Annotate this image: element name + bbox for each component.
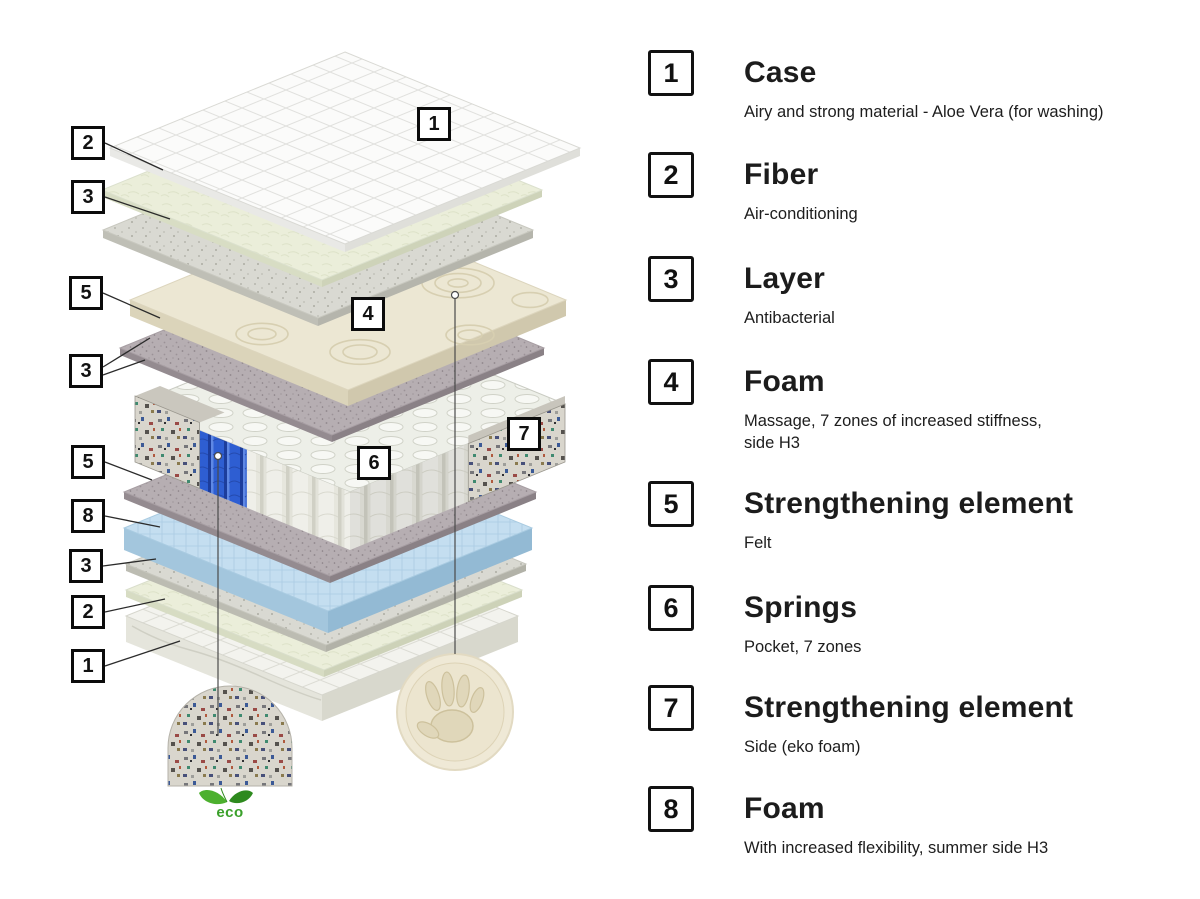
legend-number-1: 1 [648, 50, 694, 96]
legend-desc-fiber: Air-conditioning [744, 205, 858, 223]
callout-box-layer-top: 3 [71, 180, 105, 214]
legend-title-strengthening-side: Strengthening element [744, 691, 1074, 724]
handprint-inset [396, 653, 514, 771]
legend-title-springs: Springs [744, 591, 858, 624]
legend-number-2: 2 [648, 152, 694, 198]
callout-box-springs: 6 [357, 446, 391, 480]
legend-number-3: 3 [648, 256, 694, 302]
pointer-lines [213, 290, 460, 736]
blue-springs [199, 430, 247, 508]
legend-desc-springs: Pocket, 7 zones [744, 638, 862, 656]
legend-item-case: 1 Case Airy and strong material - Aloe V… [648, 50, 1104, 123]
callout-box-side-element: 7 [507, 417, 541, 451]
legend-number-8: 8 [648, 786, 694, 832]
layer-quilted-case [108, 51, 582, 252]
mattress-diagram: 2 3 1 5 4 3 5 7 6 8 3 2 1 eco [69, 51, 582, 821]
legend-number-6: 6 [648, 585, 694, 631]
legend-item-springs: 6 Springs Pocket, 7 zones [648, 585, 861, 658]
legend-desc-foam: Massage, 7 zones of increased stiffness,… [744, 412, 1042, 453]
eco-label: eco [216, 804, 244, 821]
legend-item-foam: 4 Foam Massage, 7 zones of increased sti… [648, 359, 1042, 455]
foam-texture-inset [167, 685, 293, 787]
callout-box-blue-foam: 8 [71, 499, 105, 533]
legend-desc-strengthening-felt: Felt [744, 534, 772, 552]
legend-desc-foam-flex: With increased flexibility, summer side … [744, 839, 1049, 857]
callout-box-case-bottom: 1 [71, 649, 105, 683]
legend-item-strengthening-felt: 5 Strengthening element Felt [648, 481, 1073, 554]
legend: 1 Case Airy and strong material - Aloe V… [648, 0, 1200, 899]
legend-number-7: 7 [648, 685, 694, 731]
callout-box-felt-upper: 5 [69, 276, 103, 310]
callout-box-fiber-top: 2 [71, 126, 105, 160]
legend-number-5: 5 [648, 481, 694, 527]
legend-desc-layer: Antibacterial [744, 309, 835, 327]
callout-box-massage-foam: 4 [351, 297, 385, 331]
legend-title-fiber: Fiber [744, 158, 819, 191]
legend-title-layer: Layer [744, 262, 826, 295]
legend-title-foam: Foam [744, 365, 825, 398]
mattress-illustration [100, 51, 582, 805]
callout-box-layer-bottom: 3 [69, 549, 103, 583]
legend-item-foam-flex: 8 Foam With increased flexibility, summe… [648, 786, 1048, 859]
callout-box-case: 1 [417, 107, 451, 141]
legend-item-fiber: 2 Fiber Air-conditioning [648, 152, 858, 225]
legend-title-strengthening-felt: Strengthening element [744, 487, 1074, 520]
legend-title-case: Case [744, 56, 817, 89]
eco-leaves-icon [199, 787, 253, 805]
callout-box-felt-lower: 5 [71, 445, 105, 479]
legend-title-foam-flex: Foam [744, 792, 825, 825]
legend-desc-strengthening-side: Side (eko foam) [744, 738, 861, 756]
legend-number-4: 4 [648, 359, 694, 405]
legend-desc-case: Airy and strong material - Aloe Vera (fo… [744, 103, 1104, 121]
legend-item-strengthening-side: 7 Strengthening element Side (eko foam) [648, 685, 1073, 758]
leader-lines [102, 142, 181, 667]
side-element-left [134, 395, 200, 489]
callout-box-fiber-bottom: 2 [71, 595, 105, 629]
legend-item-layer: 3 Layer Antibacterial [648, 256, 835, 329]
callout-box-layer-middle: 3 [69, 354, 103, 388]
